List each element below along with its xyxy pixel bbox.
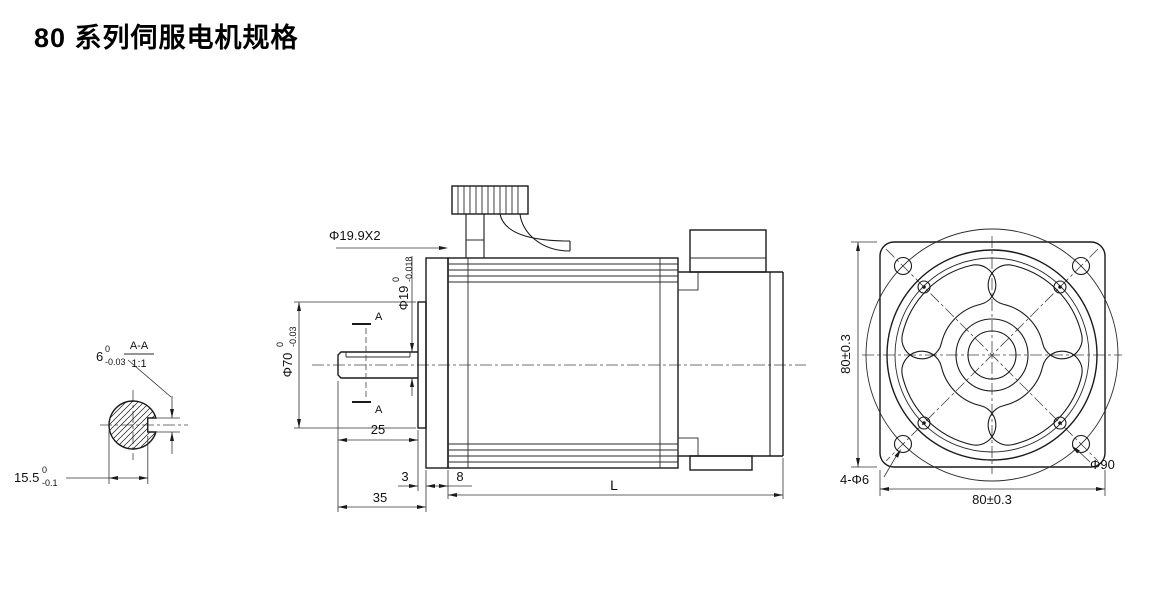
vent-slots — [901, 264, 1083, 446]
page-title: 80 系列伺服电机规格 — [34, 23, 299, 53]
cover-screws — [917, 280, 1067, 430]
section-cut-marks: A A — [352, 311, 383, 416]
dim-bolt-circle: Φ90 — [1072, 446, 1115, 472]
dim-pilot-dia-upper: 0 — [275, 342, 285, 347]
dim-flange-thickness: 8 — [426, 469, 472, 488]
dim-shaft-length: 25 — [338, 422, 418, 442]
section-aa-view: A-A 1:1 6 0 -0.03 — [14, 340, 188, 488]
dim-mount-holes: 4-Φ6 — [840, 449, 901, 487]
motor-body — [447, 257, 679, 469]
svg-text:Φ90: Φ90 — [1090, 457, 1115, 472]
section-marker-top: A — [375, 311, 383, 323]
dim-flat-depth-lower: -0.1 — [42, 478, 58, 488]
shaft-section-outline — [108, 400, 157, 450]
dim-extension-lines — [337, 381, 784, 512]
power-connector — [689, 455, 753, 471]
front-flange — [425, 257, 449, 469]
dim-key-width-upper: 0 — [105, 344, 110, 354]
dim-cable: Φ19.9X2 — [329, 228, 448, 250]
dim-pilot-dia-lower: -0.03 — [288, 326, 298, 347]
section-marker-bottom: A — [375, 404, 383, 416]
dim-pilot-dia-value: Φ70 — [280, 353, 295, 378]
svg-text:4-Φ6: 4-Φ6 — [840, 472, 869, 487]
dim-key-width-value: 6 — [96, 349, 103, 364]
dim-shaft-dia-value: Φ19 — [396, 286, 411, 311]
shaft-hub-outer — [955, 318, 1029, 392]
dim-shaft-dia-lower: -0.018 — [404, 256, 414, 282]
dim-shaft-dia-upper: 0 — [391, 277, 401, 282]
dim-front-length: 35 — [338, 490, 426, 509]
fan-cover-inner — [894, 257, 1090, 453]
section-scale: 1:1 — [131, 358, 146, 370]
cooling-fins — [448, 258, 678, 468]
dim-key-width-lower: -0.03 — [105, 357, 126, 367]
mounting-holes — [893, 256, 1091, 454]
shaft-hub-inner — [967, 330, 1017, 380]
svg-text:8: 8 — [456, 469, 463, 484]
dim-key-width: 6 0 -0.03 — [96, 344, 180, 454]
dim-shaft-dia: Φ19 0 -0.018 — [391, 256, 414, 396]
motor-shaft — [337, 351, 418, 379]
bolt-circle — [865, 228, 1119, 482]
fan-cover-outer — [886, 249, 1098, 461]
section-hatch — [108, 401, 156, 450]
svg-text:35: 35 — [373, 490, 387, 505]
svg-text:3: 3 — [401, 469, 408, 484]
flange-square — [879, 241, 1106, 468]
svg-text:L: L — [610, 477, 618, 493]
cable-gland — [451, 185, 571, 258]
encoder-connector — [689, 229, 767, 273]
front-view: 80±0.3 80±0.3 4-Φ6 Φ90 — [838, 228, 1122, 507]
cable — [499, 213, 571, 242]
svg-text:80±0.3: 80±0.3 — [972, 492, 1012, 507]
dim-pilot-dia: Φ70 0 -0.03 — [275, 301, 416, 429]
dim-flat-depth-upper: 0 — [42, 465, 47, 475]
dim-cable-label: Φ19.9X2 — [329, 228, 381, 243]
svg-text:25: 25 — [371, 422, 385, 437]
dim-pilot-height: 3 — [398, 469, 418, 488]
dim-flange-height: 80±0.3 — [838, 241, 877, 468]
rear-housing — [677, 229, 784, 471]
cable — [519, 213, 571, 252]
dim-flat-depth: 15.5 0 -0.1 — [14, 430, 149, 488]
dim-flat-depth-value: 15.5 — [14, 470, 39, 485]
dim-flange-width: 80±0.3 — [879, 470, 1106, 507]
side-view: A A — [275, 185, 806, 512]
section-label: A-A — [130, 340, 149, 352]
dim-body-length: L — [448, 477, 783, 497]
svg-text:80±0.3: 80±0.3 — [838, 334, 853, 374]
